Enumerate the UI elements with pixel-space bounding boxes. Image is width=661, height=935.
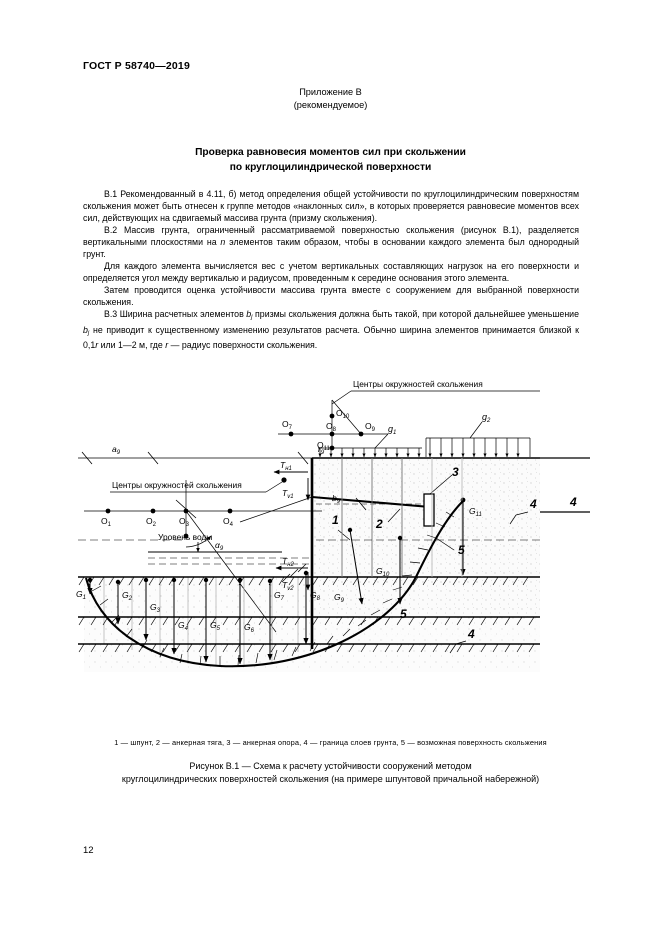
variable-n: n	[220, 237, 226, 247]
figure-center-O8: O8	[326, 421, 337, 433]
figure-center-O1: O1	[101, 516, 112, 528]
figure-force-G2: G2	[122, 590, 133, 602]
paragraph-b1: В.1 Рекомендованный в 4.11, б) метод опр…	[83, 189, 579, 223]
figure-label-centers-left: Центры окружностей скольжения	[112, 480, 242, 490]
annex-subtitle: (рекомендуемое)	[293, 100, 368, 110]
figure-force-G3: G3	[150, 602, 161, 614]
figure-center-O10: O10	[336, 408, 350, 420]
figure-force-G9: G9	[334, 592, 345, 604]
page-number: 12	[83, 845, 94, 856]
paragraph-b3-part-c: призмы скольжения должна быть такой, при…	[252, 309, 579, 319]
standard-header: ГОСТ Р 58740—2019	[83, 60, 191, 72]
figure-force-G7: G7	[274, 590, 285, 602]
variable-bj-1-sub: j	[251, 313, 253, 321]
variable-bj-2: b	[83, 324, 88, 335]
paragraph-b2-part-a: В.2 Массив грунта, ограниченный рассматр…	[83, 225, 579, 247]
figure-part-5-right: 5	[458, 543, 465, 557]
variable-r-2: r	[165, 340, 169, 351]
figure-center-O2: O2	[146, 516, 157, 528]
page-title-line-2: по круглоцилиндрической поверхности	[229, 161, 432, 173]
paragraph-b3-part-e: или 1—2 м, где	[98, 340, 166, 351]
figure-part-4-far-right: 4	[569, 495, 577, 509]
figure-center-O3: O3	[179, 516, 190, 528]
variable-r-1: r	[95, 340, 99, 351]
paragraph-weight: Для каждого элемента вычисляется вес с у…	[83, 261, 579, 283]
paragraph-b3-part-d: не приводит к существенному изменению ре…	[83, 324, 579, 351]
page-title-line-1: Проверка равновесия моментов сил при ско…	[195, 147, 466, 158]
figure-part-5-left: 5	[400, 607, 407, 621]
paragraph-assessment: Затем проводится оценка устойчивости мас…	[83, 285, 579, 307]
figure-part-3: 3	[452, 465, 459, 479]
figure-b1: Центры окружностей скольжения O7 O8 O9 O…	[70, 372, 595, 722]
variable-bj-2-sub: j	[87, 329, 90, 337]
paragraph-b3: В.3 Ширина расчетных элементов bj призмы…	[83, 308, 579, 351]
paragraph-b2-part-b: элементов таким образом, чтобы в основан…	[83, 237, 579, 259]
paragraph-b3-part-a: В.3 Ширина расчетных элементов	[104, 309, 247, 319]
figure-label-centers-top: Центры окружностей скольжения	[353, 379, 483, 389]
figure-label-water-level: Уровень воды	[158, 532, 212, 542]
figure-caption: Рисунок В.1 — Схема к расчету устойчивос…	[0, 760, 661, 786]
figure-force-G6: G6	[244, 622, 255, 634]
figure-center-O7: O7	[282, 419, 293, 431]
figure-part-4-right: 4	[529, 497, 537, 511]
figure-force-G1: G1	[76, 589, 86, 601]
page-title: Проверка равновесия моментов сил при ско…	[0, 146, 661, 175]
variable-bj-1: b	[246, 309, 252, 319]
figure-part-4-bottom: 4	[467, 627, 475, 641]
figure-force-G5: G5	[210, 620, 221, 632]
figure-center-O4: O4	[223, 516, 234, 528]
annex-title: Приложение В	[299, 87, 362, 97]
figure-angle-alpha9: α9	[215, 540, 224, 552]
figure-force-G4: G4	[178, 620, 189, 632]
figure-caption-line-1: Рисунок В.1 — Схема к расчету устойчивос…	[189, 761, 472, 771]
figure-force-Tn1: Tн1	[280, 460, 292, 472]
figure-force-G8: G8	[310, 590, 321, 602]
figure-force-Tv1: Tv1	[282, 488, 294, 500]
figure-part-2: 2	[375, 517, 383, 531]
figure-dim-a9: a9	[112, 444, 121, 456]
figure-load-g1: g1	[388, 424, 396, 436]
paragraph-b3-part-f: — радиус поверхности скольжения.	[168, 340, 318, 351]
figure-legend: 1 — шпунт, 2 — анкерная тяга, 3 — анкерн…	[114, 738, 547, 747]
figure-dim-r9: r9	[318, 444, 325, 456]
figure-center-O9: O9	[365, 421, 376, 433]
paragraph-b2: В.2 Массив грунта, ограниченный рассматр…	[83, 224, 579, 260]
body-text: В.1 Рекомендованный в 4.11, б) метод опр…	[83, 188, 579, 351]
figure-part-1: 1	[332, 513, 339, 527]
figure-load-g2: g2	[482, 412, 491, 424]
figure-caption-line-2: круглоцилиндрических поверхностей скольж…	[121, 774, 540, 784]
annex-heading: Приложение В (рекомендуемое)	[0, 86, 661, 112]
